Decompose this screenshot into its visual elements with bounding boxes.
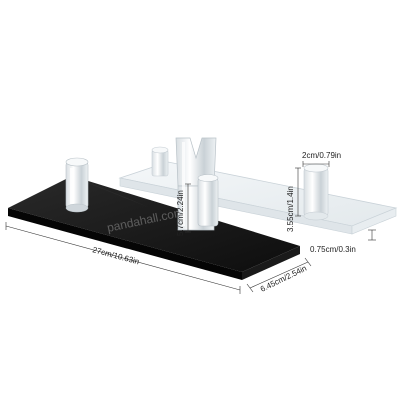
dim-clear-peg-diameter: 2cm/0.79in	[302, 151, 341, 167]
dim-clear-peg-diameter-label: 2cm/0.79in	[302, 151, 341, 160]
black-base-front-edge	[8, 208, 242, 280]
clear-left-peg	[151, 146, 169, 177]
dim-clear-peg-height-label: 3.55cm/1.4in	[286, 186, 295, 232]
dim-fork-height: 5.7cm/2.24in	[176, 183, 191, 236]
black-acrylic-stand	[8, 137, 300, 280]
clear-right-peg	[303, 163, 329, 221]
dim-clear-thickness: 0.75cm/0.3in	[310, 229, 376, 254]
black-base-side-edge	[242, 246, 300, 280]
black-small-peg	[197, 174, 219, 227]
dim-clear-peg-height: 3.55cm/1.4in	[286, 167, 301, 232]
dim-fork-height-label: 5.7cm/2.24in	[176, 190, 185, 236]
black-left-peg	[65, 157, 89, 213]
dim-clear-thickness-label: 0.75cm/0.3in	[310, 245, 356, 254]
clear-base-side-edge	[351, 207, 397, 235]
